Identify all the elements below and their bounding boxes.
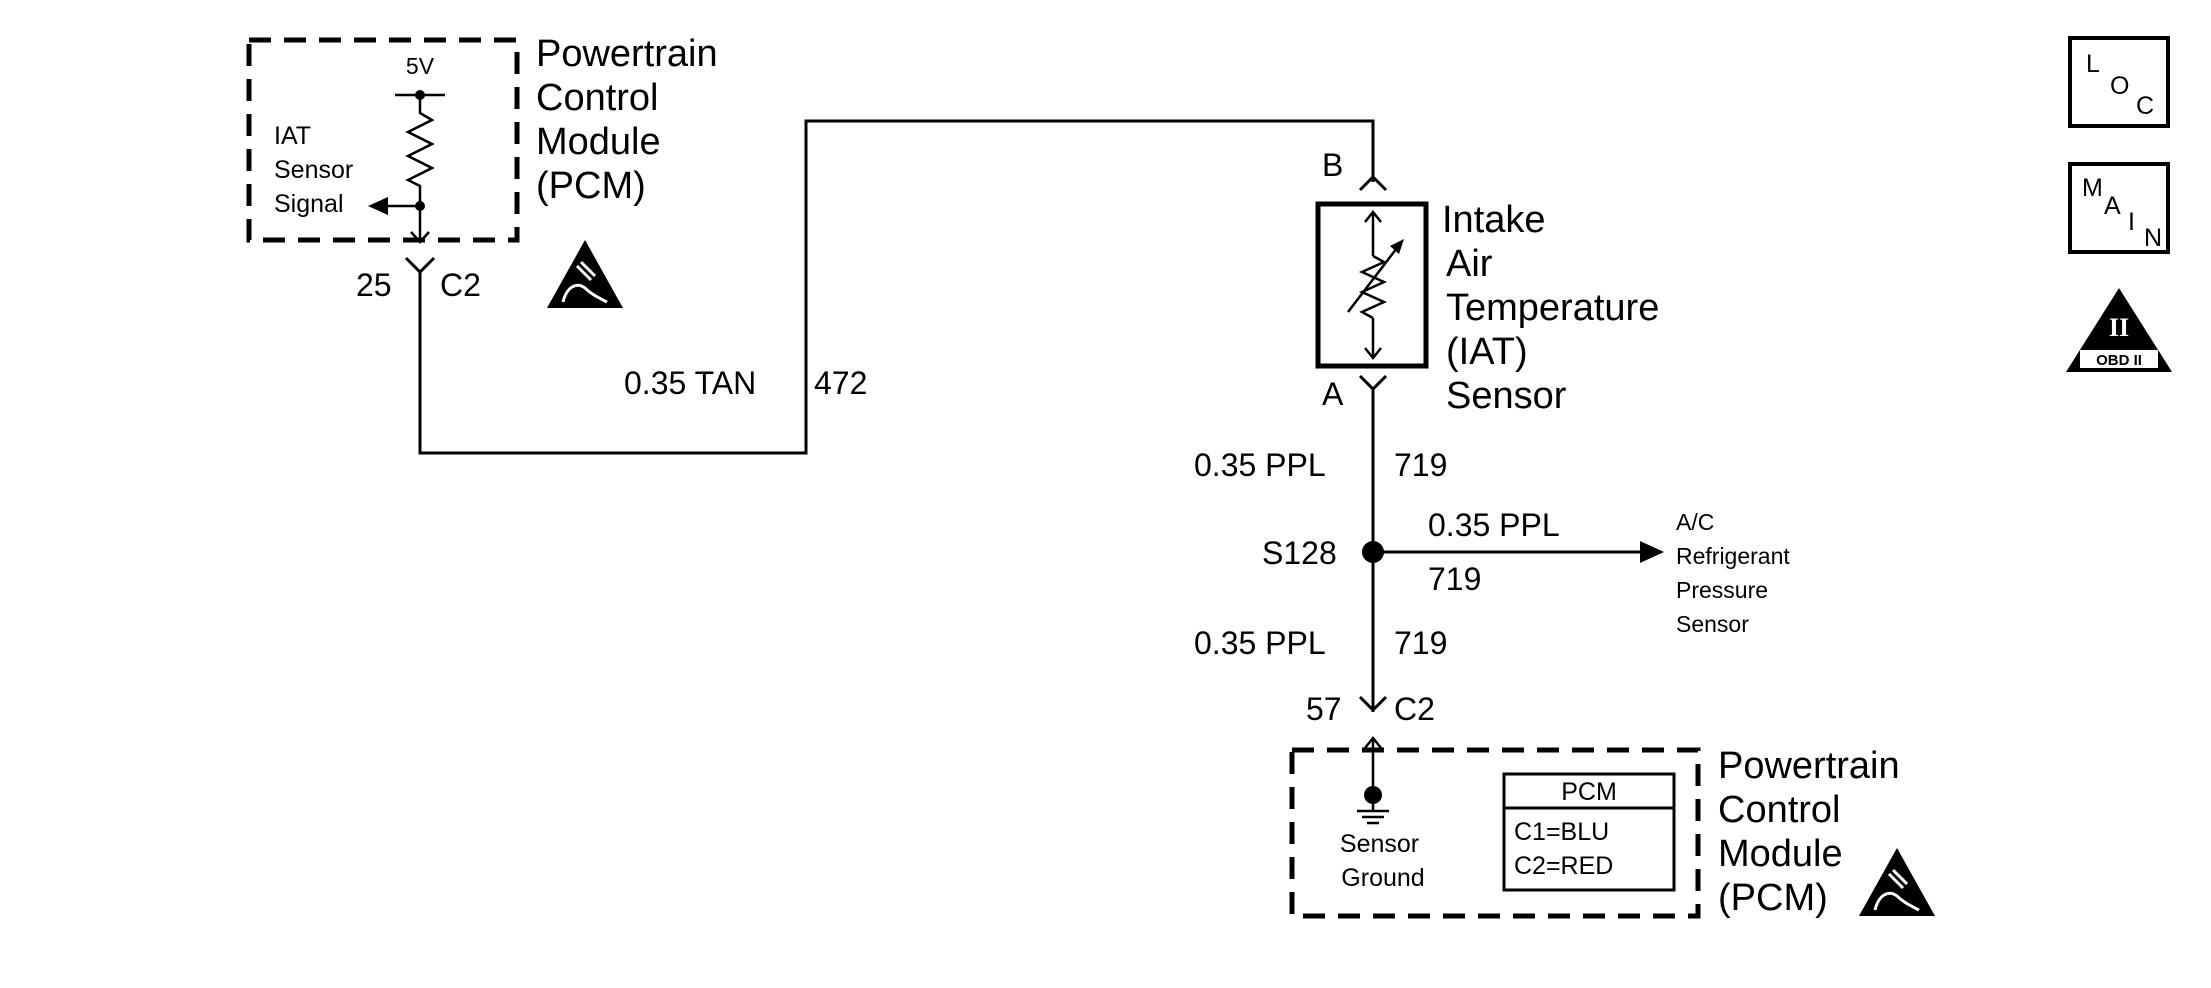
wire-719-upper-gauge-color: 0.35 PPL — [1194, 447, 1326, 483]
splice-id: S128 — [1262, 535, 1337, 571]
loc-badge-frame — [2068, 36, 2170, 128]
loc-badge[interactable]: L O C — [2068, 36, 2170, 128]
iat-internal-arrow-bottom — [1364, 347, 1382, 361]
obd-ii-numeral: II — [2109, 313, 2129, 342]
loc-letter-1: L — [2086, 50, 2100, 78]
main-badge[interactable]: M A I N — [2068, 162, 2170, 254]
main-letter-2: A — [2104, 192, 2121, 220]
esd-warning-icon — [545, 238, 625, 310]
wire-472-circuit: 472 — [814, 365, 867, 401]
pcm-top-outline — [246, 37, 520, 243]
wire-472 — [418, 119, 1375, 455]
wire-472-gauge-color: 0.35 TAN — [624, 365, 756, 401]
pcm-top-title: Powertrain Control Module (PCM) — [536, 33, 728, 207]
pcm-top-pin-arrow — [410, 231, 430, 244]
iat-sensor-name: Intake Air Temperature (IAT) Sensor — [1442, 199, 1670, 417]
arrow-icon — [368, 197, 388, 215]
iat-terminal-b-symbol — [1358, 174, 1388, 192]
pcm-top-voltage: 5V — [406, 53, 435, 79]
pcm-bottom-title: Powertrain Control Module (PCM) — [1718, 745, 1910, 919]
wire-719-upper-circuit: 719 — [1394, 447, 1447, 483]
iat-terminal-a: A — [1322, 376, 1344, 412]
pcm-top-pin: 25 — [356, 267, 392, 303]
pcm-bottom-pin: 57 — [1306, 691, 1342, 727]
pcm-bottom-connector: C2 — [1394, 691, 1435, 727]
iat-terminal-b: B — [1322, 147, 1343, 183]
pcm-legend-box — [1502, 772, 1676, 892]
main-letter-3: I — [2128, 208, 2135, 236]
obd-ii-label: OBD II — [2096, 352, 2142, 369]
pcm-top-connector-symbol — [404, 256, 436, 275]
obd-ii-icon[interactable]: II OBD II — [2066, 288, 2172, 372]
obd-ii-label-plate — [2080, 350, 2158, 368]
main-letter-1: M — [2082, 174, 2103, 202]
resistor-icon — [405, 95, 435, 240]
wire-719-branch-gauge-color: 0.35 PPL — [1428, 507, 1560, 543]
pcm-top-connector: C2 — [440, 267, 481, 303]
pcm-bottom-pin-arrow — [1364, 735, 1382, 749]
wire-719-lower-gauge-color: 0.35 PPL — [1194, 625, 1326, 661]
pcm-top-signal-label: IAT Sensor Signal — [274, 122, 360, 218]
sensor-ground-label: Sensor Ground — [1340, 830, 1426, 892]
thermistor-arrowhead — [1390, 239, 1404, 254]
arrow-icon — [1640, 541, 1664, 563]
wire-719-branch-circuit: 719 — [1428, 561, 1481, 597]
pcm-bottom-connector-symbol — [1358, 695, 1388, 713]
pcm-top-module: 5V IAT Sensor Signal Powertrain Control … — [246, 33, 728, 310]
pcm-legend-title: PCM — [1561, 778, 1617, 806]
iat-internal-arrow-top — [1364, 209, 1382, 223]
pcm-bottom-outline — [1289, 747, 1701, 919]
ground-icon — [1357, 786, 1389, 825]
iat-sensor: B A Intake Air Temperature (IAT) Sensor — [1315, 147, 1670, 417]
wire-719-lower-circuit: 719 — [1394, 625, 1447, 661]
iat-sensor-body — [1315, 201, 1429, 369]
iat-terminal-a-symbol — [1358, 374, 1388, 392]
thermistor-icon — [1358, 254, 1388, 320]
pcm-legend-lines: C1=BLU C2=RED — [1514, 818, 1616, 880]
pcm-bottom-module: 57 C2 Sensor Ground PCM C1=BLU C2=RED Po… — [1289, 691, 1937, 919]
main-badge-frame — [2068, 162, 2170, 254]
loc-letter-3: C — [2136, 92, 2154, 120]
loc-letter-2: O — [2110, 72, 2129, 100]
thermistor-variable-line — [1347, 243, 1401, 313]
ac-sensor-name: A/C Refrigerant Pressure Sensor — [1676, 509, 1796, 637]
main-letter-4: N — [2144, 224, 2162, 252]
esd-warning-icon — [1857, 846, 1937, 918]
